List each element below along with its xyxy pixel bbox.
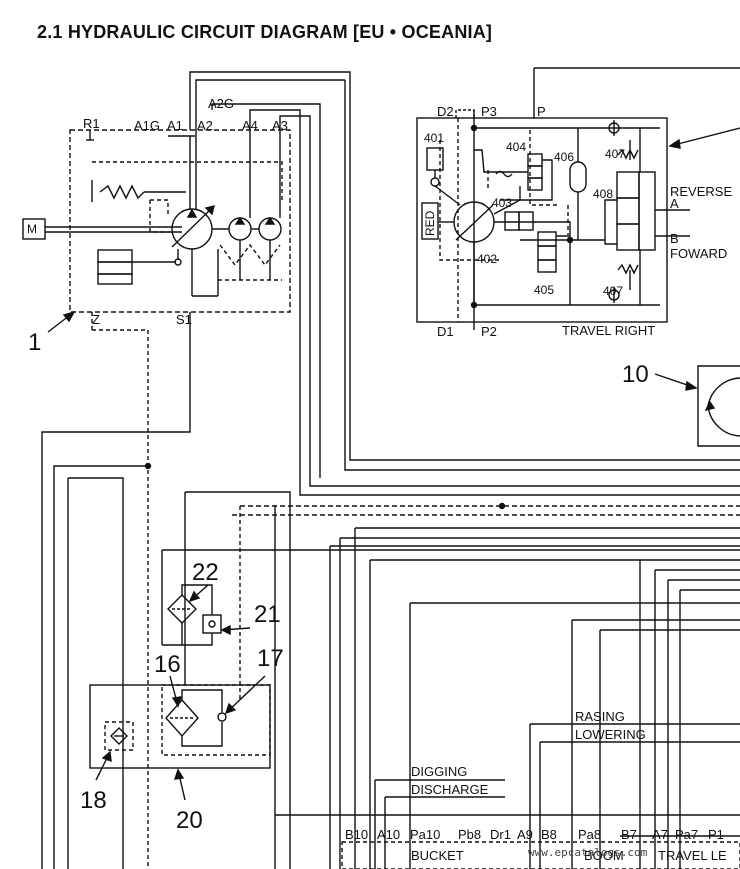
port-p: P <box>537 104 546 119</box>
page-title: 2.1 HYDRAULIC CIRCUIT DIAGRAM [EU • OCEA… <box>37 22 493 42</box>
pump-unit-enclosure <box>69 129 291 313</box>
port-a1: A1 <box>167 118 183 133</box>
valve-port: A9 <box>517 827 533 842</box>
bucket-label: BUCKET <box>411 848 464 863</box>
discharge-label: DISCHARGE <box>411 782 489 797</box>
port-z: Z <box>92 312 100 327</box>
component-16-number: 16 <box>154 651 181 678</box>
part-406: 406 <box>554 150 574 164</box>
port-a2: A2 <box>197 118 213 133</box>
port-a3: A3 <box>272 118 288 133</box>
port-s1: S1 <box>176 312 192 327</box>
valve-port: Pa8 <box>578 827 601 842</box>
port-d1: D1 <box>437 324 454 339</box>
valve-port: P1 <box>708 827 724 842</box>
red-label: RED <box>423 210 437 236</box>
reverse-label: REVERSE <box>670 184 732 199</box>
valve-port: B7 <box>621 827 637 842</box>
part-403: 403 <box>492 196 512 210</box>
part-404: 404 <box>506 140 526 154</box>
valve-port: Pb8 <box>458 827 481 842</box>
component-17-number: 17 <box>257 645 284 672</box>
port-a1g: A1G <box>134 118 160 133</box>
component-18-box <box>104 721 134 751</box>
lowering-label: LOWERING <box>575 727 646 742</box>
part-402: 402 <box>477 252 497 266</box>
port-p3: P3 <box>481 104 497 119</box>
component-20-number: 20 <box>176 807 203 834</box>
component-1-number: 1 <box>28 329 41 356</box>
travel-motor-enclosure <box>416 117 668 323</box>
valve-21 <box>202 614 222 634</box>
part-407-top: 407 <box>605 147 625 161</box>
boom-label: BOOM <box>584 848 624 863</box>
port-p2: P2 <box>481 324 497 339</box>
port-r1: R1 <box>83 116 100 131</box>
motor-box <box>22 218 46 240</box>
part-408: 408 <box>593 187 613 201</box>
valve-port: B10 <box>345 827 368 842</box>
valve-port: Pa10 <box>410 827 440 842</box>
digging-label: DIGGING <box>411 764 467 779</box>
valve-port: Dr1 <box>490 827 511 842</box>
component-21-number: 21 <box>254 601 281 628</box>
part-407-bottom: 407 <box>603 284 623 298</box>
travel-right-label: TRAVEL RIGHT <box>562 323 655 338</box>
port-b-label: B <box>670 231 679 246</box>
part-405: 405 <box>534 283 554 297</box>
part-401: 401 <box>424 131 444 145</box>
forward-label: FOWARD <box>670 246 727 261</box>
indicator-17 <box>217 712 227 722</box>
rasing-label: RASING <box>575 709 625 724</box>
port-a-label: A <box>670 196 679 211</box>
valve-port: B8 <box>541 827 557 842</box>
component-18-number: 18 <box>80 787 107 814</box>
component-10-number: 10 <box>622 361 649 388</box>
valve-port: A7 <box>652 827 668 842</box>
component-22-number: 22 <box>192 559 219 586</box>
valve-port: A10 <box>377 827 400 842</box>
port-d2: D2 <box>437 104 454 119</box>
valve-port: Pa7 <box>675 827 698 842</box>
watermark: www.epcatalogs.com <box>528 846 648 859</box>
port-a4: A4 <box>242 118 258 133</box>
motor-label: M <box>27 222 37 236</box>
travel-left-label: TRAVEL LE <box>658 848 727 863</box>
port-a2g: A2G <box>208 96 234 111</box>
